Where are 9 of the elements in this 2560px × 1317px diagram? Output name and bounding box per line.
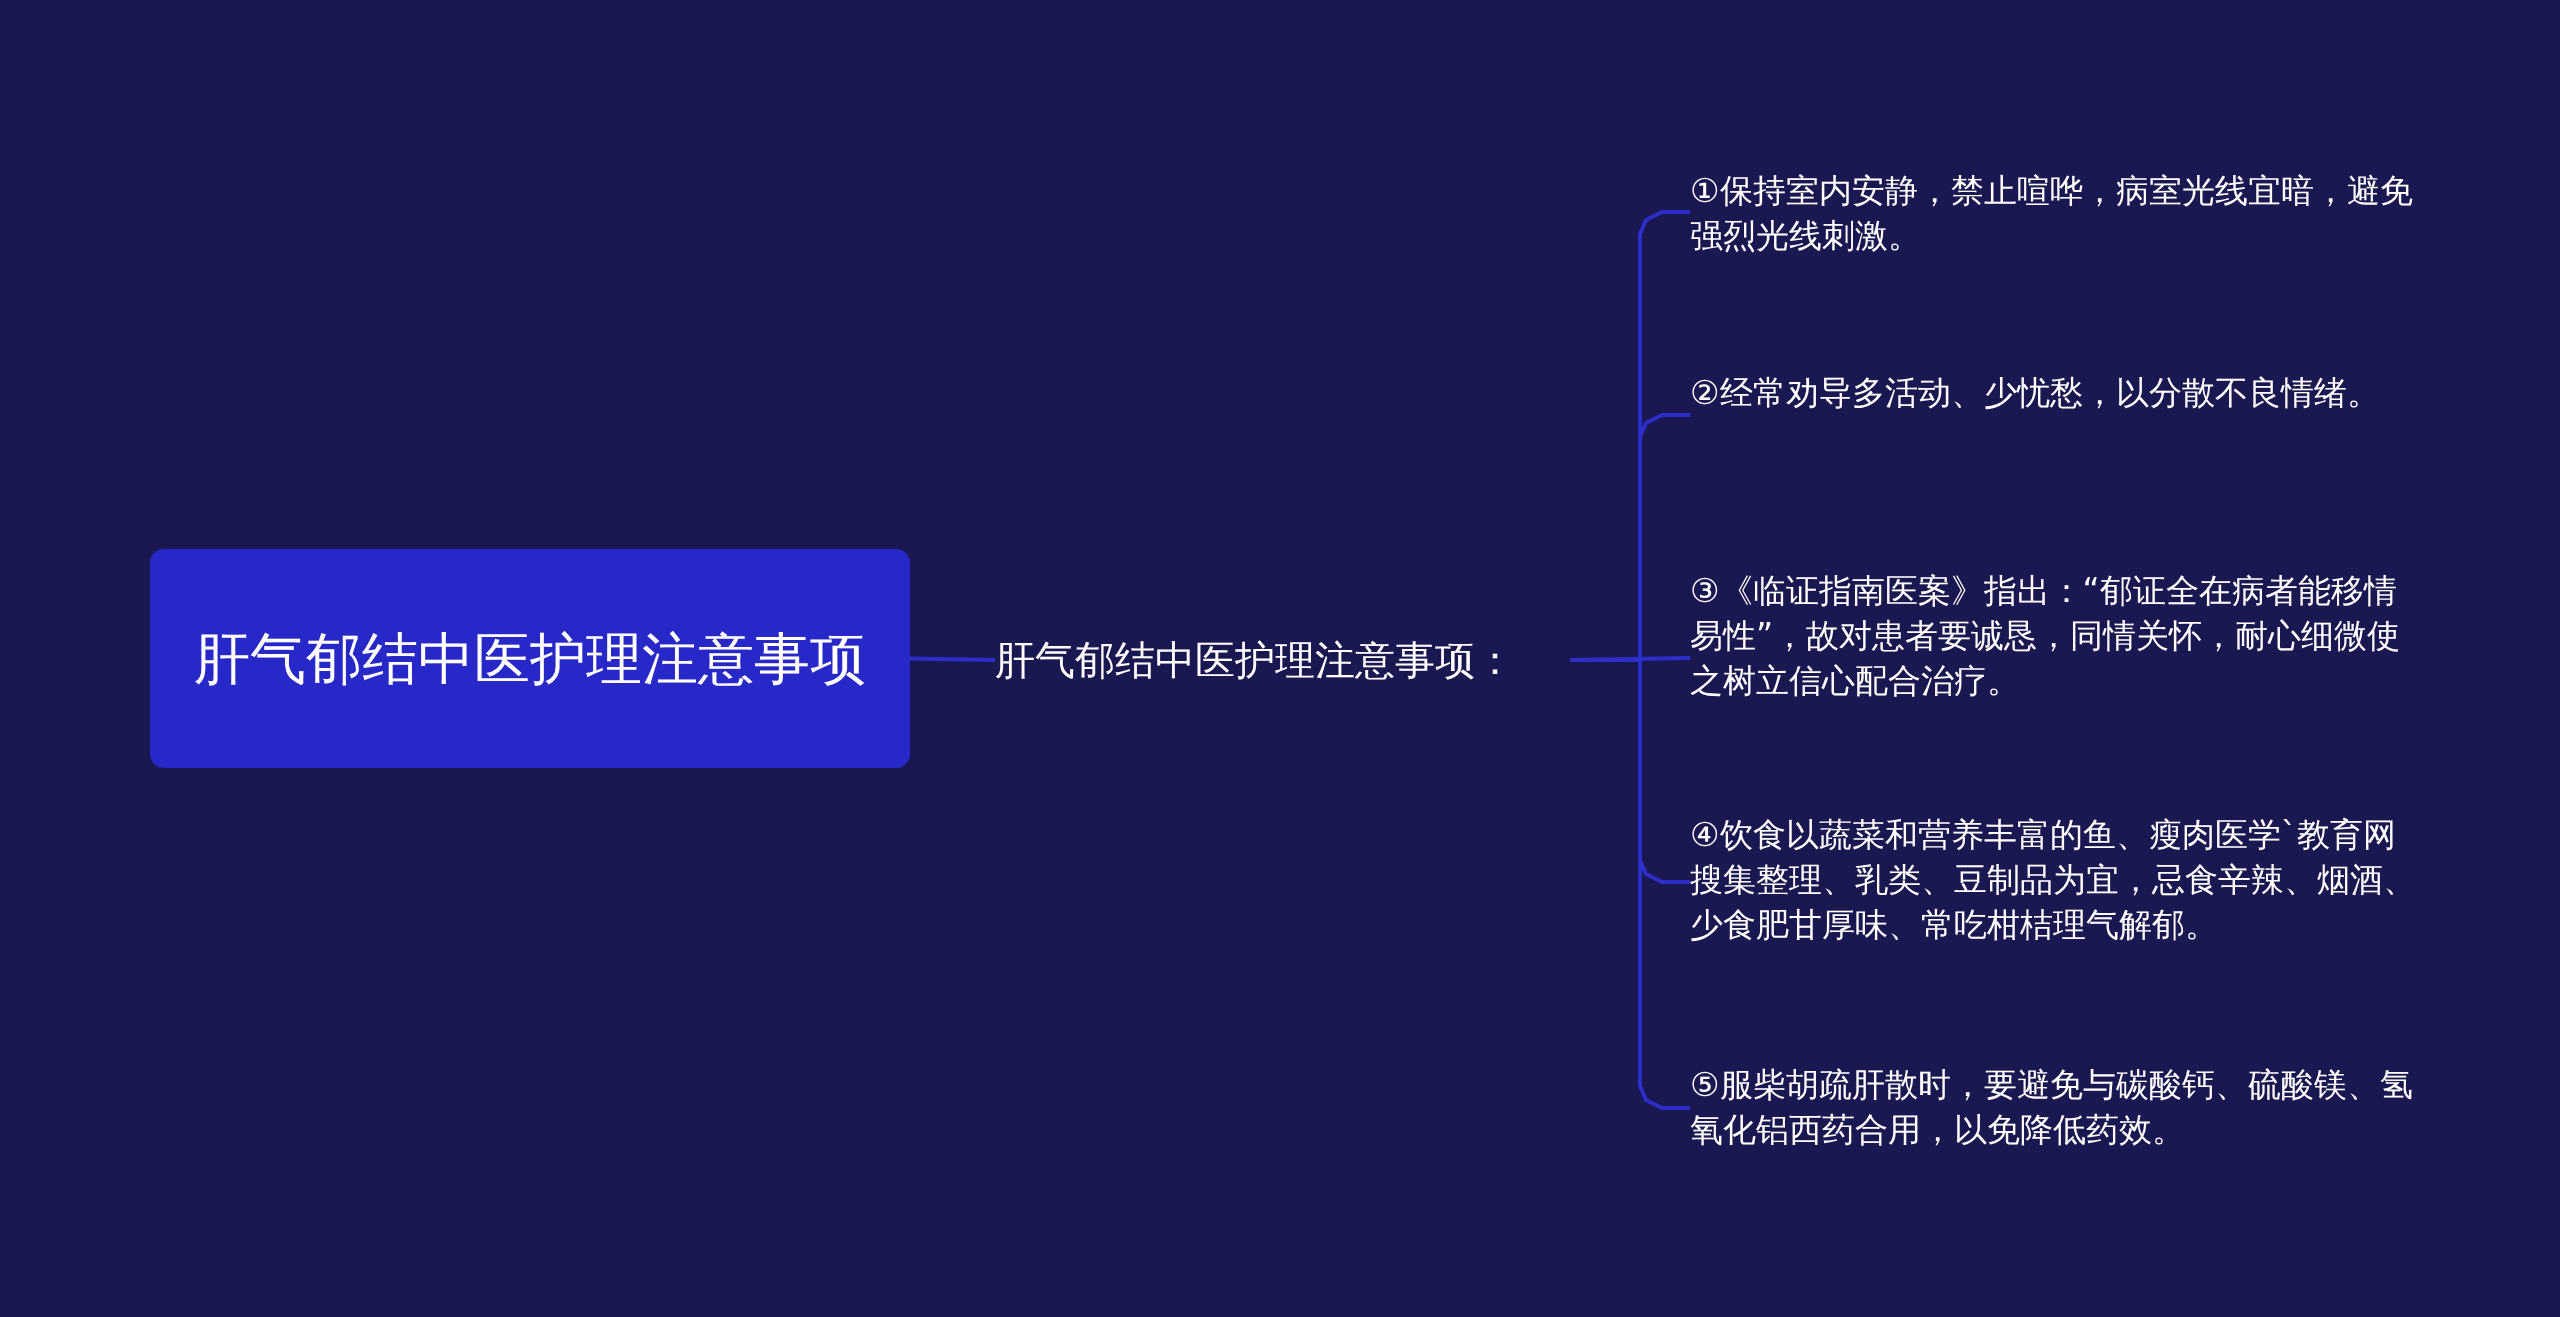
note-text: ④饮食以蔬菜和营养丰富的鱼、瘦肉医学`教育网搜集整理、乳类、豆制品为宜，忌食辛辣、烟酒、少食肥甘厚味、常吃柑桔理气解郁。 [1690, 812, 2420, 952]
note-text: ②经常劝导多活动、少忧愁，以分散不良情绪。 [1690, 370, 2420, 465]
connector-line [1570, 658, 1690, 1110]
note-text: ③《临证指南医案》指出：“郁证全在病者能移情易性”，故对患者要诚恳，同情关怀，耐心细微使之树立信心配合治疗。 [1690, 568, 2420, 708]
root-topic-box: 肝气郁结中医护理注意事项 [150, 549, 910, 768]
subtopic-text: 肝气郁结中医护理注意事项： [995, 628, 1570, 692]
note-text: ⑤服柴胡疏肝散时，要避免与碳酸钙、硫酸镁、氢氧化铝西药合用，以免降低药效。 [1690, 1062, 2420, 1157]
connector-line [909, 656, 996, 662]
note-text: ①保持室内安静，禁止喧哗，病室光线宜暗，避免强烈光线刺激。 [1690, 168, 2420, 263]
